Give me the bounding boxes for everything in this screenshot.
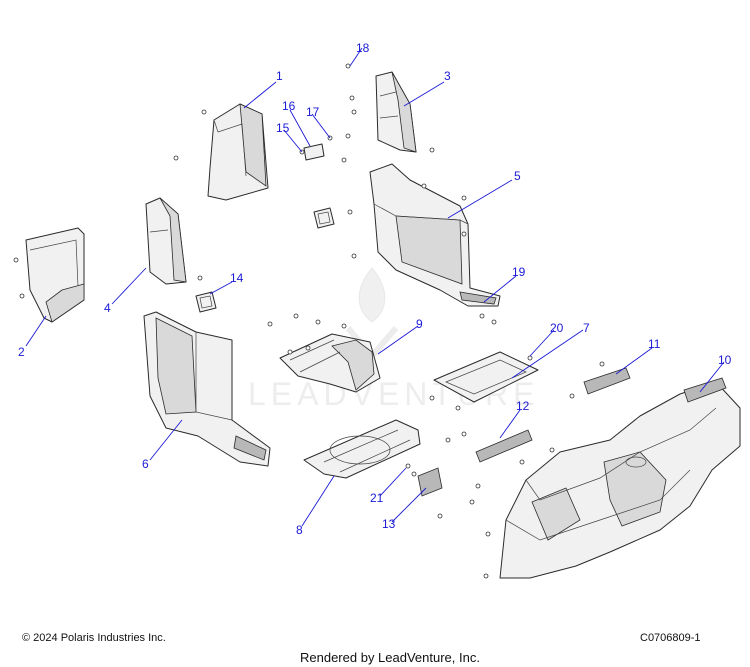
callout-14[interactable]: 14 [230, 271, 244, 285]
callout-4[interactable]: 4 [104, 301, 111, 315]
callout-15[interactable]: 15 [276, 121, 290, 135]
callout-17[interactable]: 17 [306, 105, 320, 119]
part-16-clip[interactable] [299, 135, 333, 161]
callout-18[interactable]: 18 [356, 41, 370, 55]
rendered-by-text: Rendered by LeadVenture, Inc. [300, 650, 480, 665]
callout-12[interactable]: 12 [516, 399, 530, 413]
callout-1[interactable]: 1 [276, 69, 283, 83]
callout-9[interactable]: 9 [416, 317, 423, 331]
part-12-grille[interactable] [475, 429, 533, 463]
leader-lines [25, 47, 725, 527]
callout-16[interactable]: 16 [282, 99, 296, 113]
diagram-id: C0706809-1 [640, 632, 701, 644]
part-bracket-small[interactable] [313, 207, 335, 229]
callout-20[interactable]: 20 [550, 321, 564, 335]
part-11-grille[interactable] [583, 367, 631, 395]
part-9-cover[interactable] [279, 333, 381, 393]
part-2-panel[interactable] [25, 227, 85, 323]
part-21-fastener[interactable] [405, 463, 417, 477]
callout-7[interactable]: 7 [583, 321, 590, 335]
copyright-text: © 2024 Polaris Industries Inc. [22, 632, 166, 644]
part-13-grille[interactable] [417, 467, 443, 497]
callout-19[interactable]: 19 [512, 265, 526, 279]
part-7-plate[interactable] [433, 351, 539, 403]
fasteners [13, 63, 605, 579]
part-1-panel[interactable] [207, 103, 269, 201]
part-3-panel[interactable] [375, 71, 417, 153]
callout-8[interactable]: 8 [296, 523, 303, 537]
part-10-floor-tub[interactable] [499, 377, 741, 579]
callouts: 1 2 3 4 5 6 7 8 9 10 11 12 13 14 15 16 1… [18, 41, 732, 537]
callout-5[interactable]: 5 [514, 169, 521, 183]
callout-13[interactable]: 13 [382, 517, 396, 531]
part-8-floor-pan[interactable] [303, 419, 421, 479]
callout-21[interactable]: 21 [370, 491, 384, 505]
callout-6[interactable]: 6 [142, 457, 149, 471]
part-4-panel[interactable] [145, 197, 187, 285]
part-5-panel[interactable] [369, 163, 501, 307]
part-14-bracket[interactable] [195, 291, 217, 313]
callout-2[interactable]: 2 [18, 345, 25, 359]
callout-11[interactable]: 11 [648, 337, 661, 351]
callout-10[interactable]: 10 [718, 353, 732, 367]
callout-3[interactable]: 3 [444, 69, 451, 83]
